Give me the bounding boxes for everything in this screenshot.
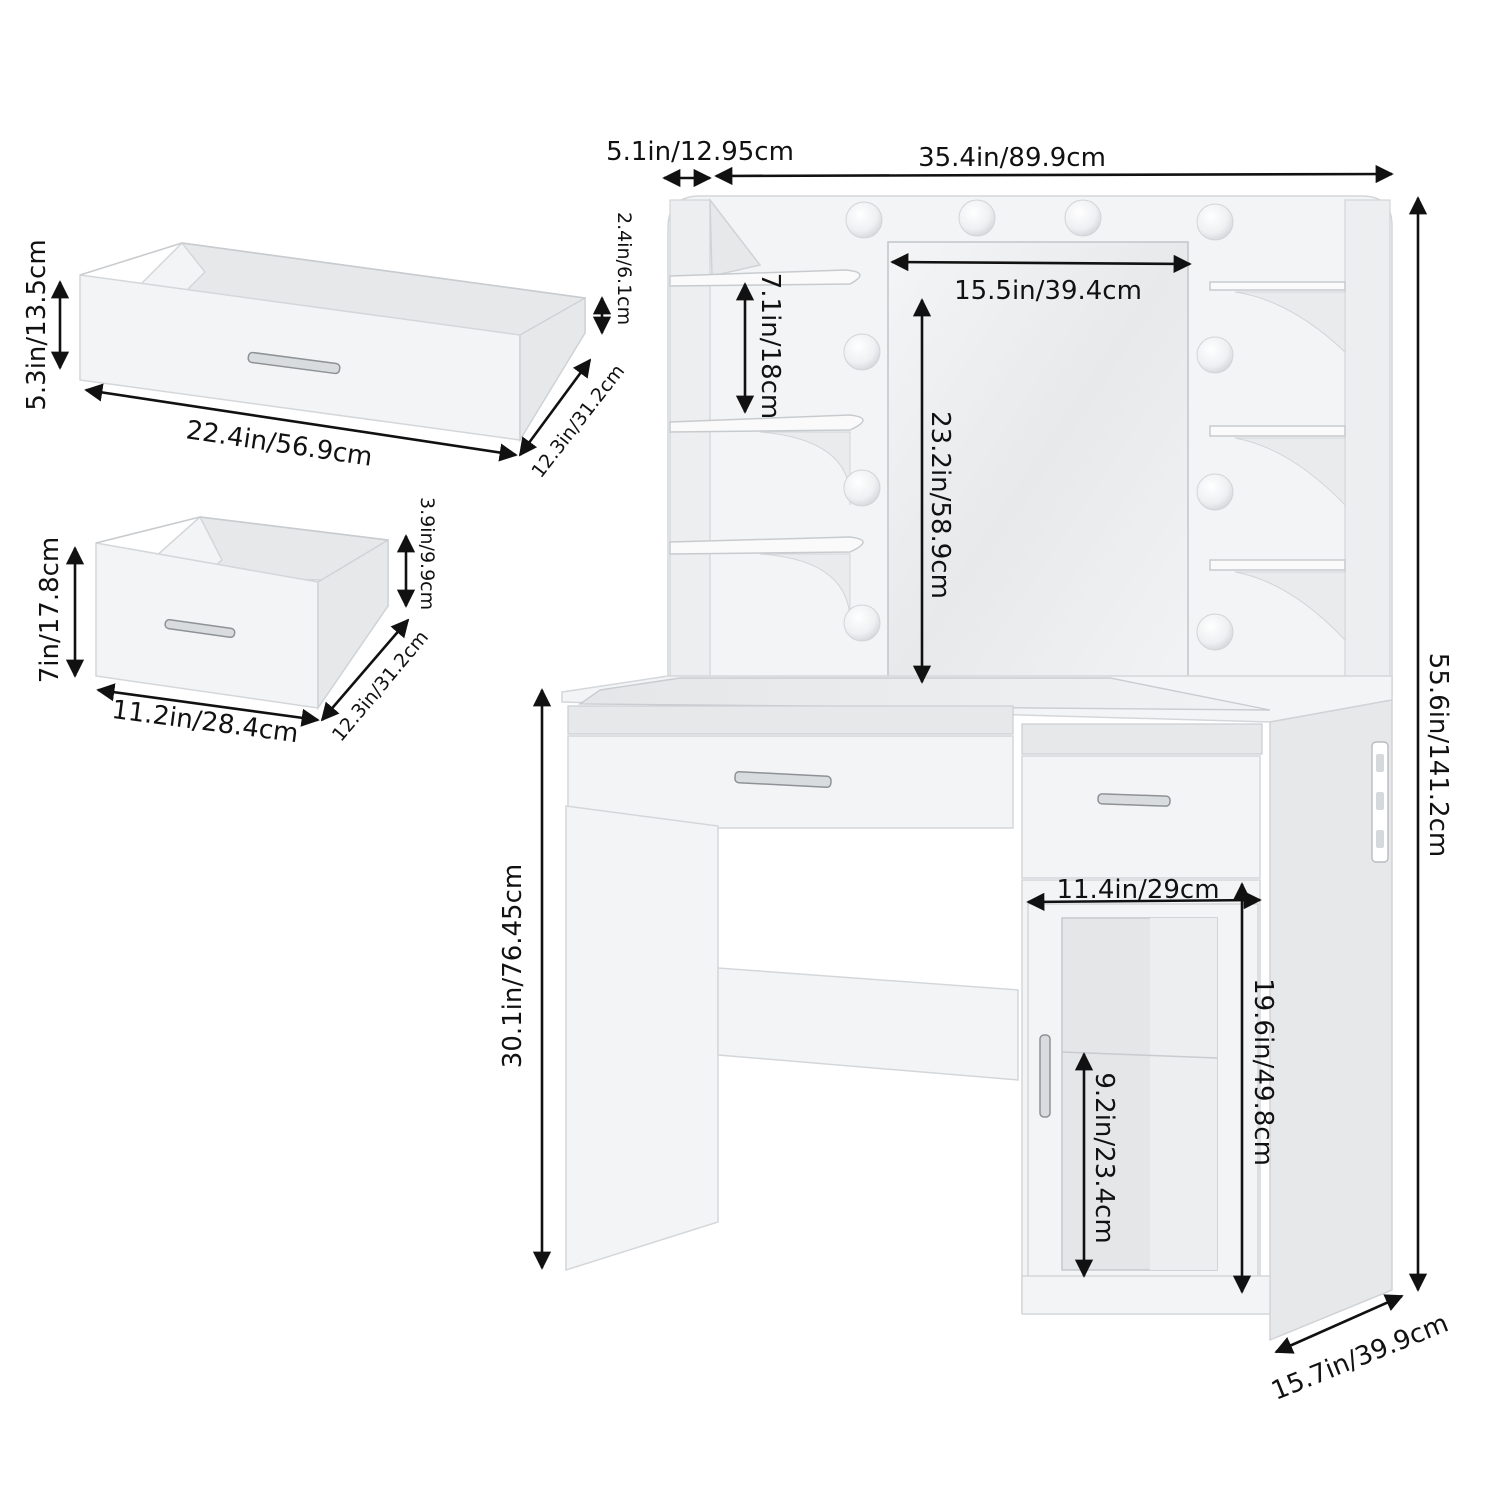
vanity-hutch	[667, 195, 1393, 697]
bulb-icon	[1196, 473, 1234, 511]
bulb-icon	[1196, 203, 1234, 241]
overall-width-label: 35.4in/89.9cm	[918, 143, 1106, 173]
cabinet-height-label: 19.6in/49.8cm	[1248, 978, 1278, 1166]
right-shelf-1	[1209, 281, 1346, 291]
usb-port-icon	[1376, 830, 1384, 848]
glass-desktop	[577, 677, 1271, 711]
desk-right-drawer	[1021, 755, 1261, 879]
left-top-shelf-cutout	[709, 197, 762, 277]
bulb-icon	[843, 469, 881, 507]
large-drawer-inner-height-label: 2.4in/6.1cm	[613, 212, 635, 325]
large-drawer-height-label: 5.3in/13.5cm	[22, 239, 52, 410]
large-drawer-illustration	[79, 241, 586, 443]
left-shelf-3	[669, 536, 864, 555]
mirror	[887, 241, 1189, 693]
small-drawer-inner-height-label: 3.9in/9.9cm	[416, 497, 438, 610]
right-shelf-3	[1209, 559, 1346, 571]
cabinet-base	[1021, 1275, 1271, 1315]
bulb-icon	[1196, 613, 1234, 651]
side-shelf-width-label: 5.1in/12.95cm	[606, 137, 794, 167]
desk-modesty-panel	[717, 967, 1019, 1081]
light-bulbs	[843, 199, 1234, 651]
cabinet-width-arrow	[1026, 891, 1262, 911]
large-drawer-handle	[247, 351, 341, 375]
left-shelf-2	[669, 414, 864, 433]
cabinet-shelf-height-label: 9.2in/23.4cm	[1089, 1072, 1119, 1243]
large-drawer-width-label: 22.4in/56.9cm	[184, 415, 374, 472]
shelf-spacing-label: 7.1in/18cm	[755, 273, 785, 420]
overall-width-arrow	[714, 164, 1394, 186]
bulb-icon	[845, 201, 883, 239]
overall-depth-arrow	[1274, 1294, 1404, 1354]
mirror-width-label: 15.5in/39.4cm	[954, 276, 1142, 306]
cabinet-side-panel	[1269, 699, 1393, 1342]
desk-height-label: 30.1in/76.45cm	[498, 864, 528, 1068]
small-drawer-illustration	[95, 515, 389, 711]
bulb-icon	[843, 333, 881, 371]
large-drawer-width-arrow	[84, 383, 518, 462]
left-shelf-1	[669, 269, 861, 287]
left-drawer-handle	[734, 770, 832, 789]
small-drawer-height-label: 7in/17.8cm	[35, 537, 65, 684]
small-drawer-width-label: 11.2in/28.4cm	[110, 695, 300, 749]
small-drawer-handle	[164, 618, 236, 639]
bulb-icon	[958, 199, 996, 237]
outlet-icon	[1376, 792, 1384, 810]
vanity-desk	[561, 675, 1393, 1342]
right-shelf-2	[1209, 425, 1346, 437]
overall-height-label: 55.6in/141.2cm	[1423, 653, 1453, 857]
right-drawer-handle	[1097, 793, 1171, 807]
desk-left-leg	[565, 805, 719, 1272]
cabinet-width-label: 11.4in/29cm	[1056, 875, 1219, 905]
mirror-height-label: 23.2in/58.9cm	[925, 411, 955, 599]
mirror-width-arrow	[890, 253, 1192, 273]
small-drawer-width-arrow	[96, 683, 320, 727]
large-drawer-depth-arrow	[518, 358, 592, 457]
cabinet-door-handle	[1039, 1034, 1051, 1118]
small-drawer-depth-arrow	[320, 618, 410, 722]
bulb-icon	[843, 604, 881, 642]
bulb-icon	[1196, 336, 1234, 374]
bulb-icon	[1064, 199, 1102, 237]
outlet-icon	[1376, 754, 1384, 772]
